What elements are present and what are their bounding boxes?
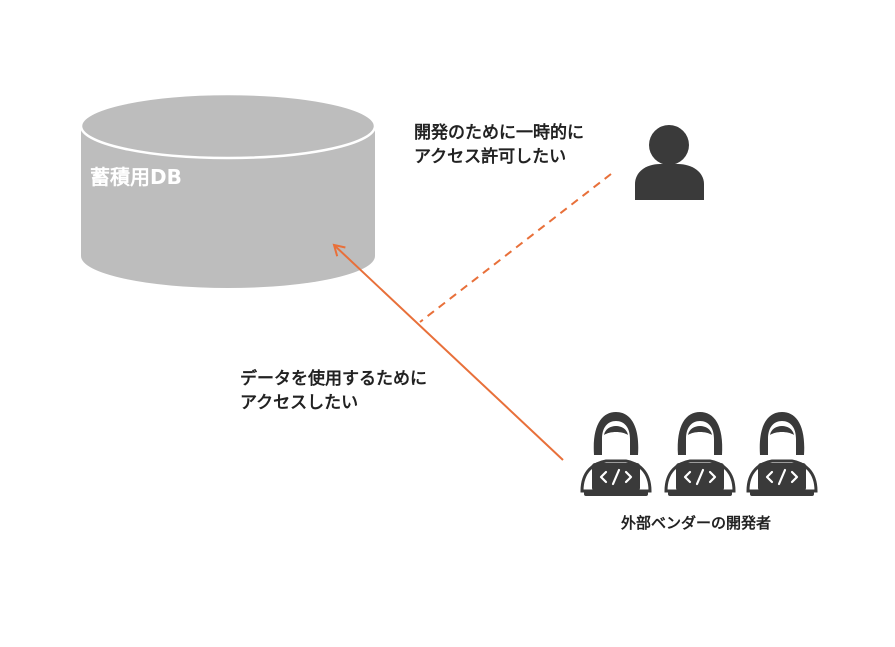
storage-database: 蓄積用DB [79, 92, 377, 288]
developer-laptop-icon [580, 410, 652, 498]
access-note-line-2: アクセスしたい [240, 393, 358, 413]
access-request-note: データを使用するために アクセスしたい [240, 368, 427, 413]
permit-request-note: 開発のために一時的に アクセス許可したい [414, 122, 584, 167]
database-top [79, 92, 377, 160]
permit-note-line-2: アクセス許可したい [414, 146, 566, 167]
access-note-line-1: データを使用するために [240, 368, 427, 389]
developer-laptop-icon [746, 410, 818, 498]
database-label: 蓄積用DB [90, 165, 182, 189]
person-icon [635, 125, 704, 200]
database-body [81, 127, 375, 288]
permission-dashed-line [419, 173, 612, 323]
access-arrow [332, 243, 564, 461]
permit-note-line-1: 開発のために一時的に [414, 122, 584, 143]
vendor-caption: 外部ベンダーの開発者 [620, 514, 771, 532]
developer-laptop-icon [664, 410, 736, 498]
vendor-developers: 外部ベンダーの開発者 [580, 410, 818, 532]
